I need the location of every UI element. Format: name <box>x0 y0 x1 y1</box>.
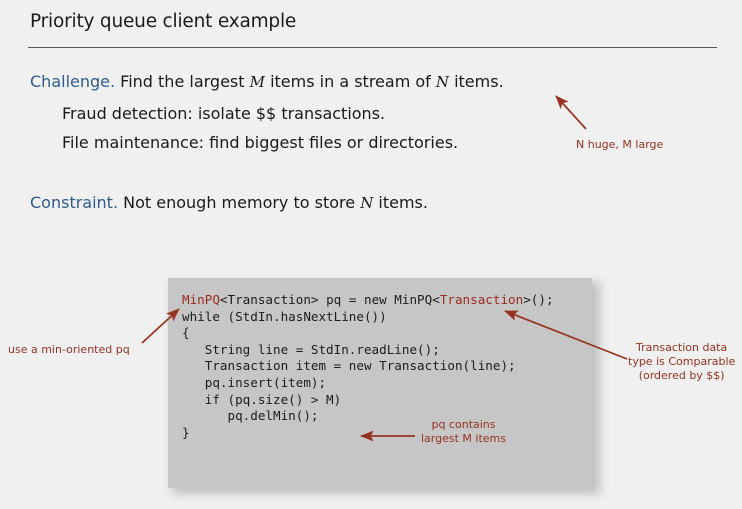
constraint-text-1: Not enough memory to store <box>118 193 361 212</box>
annotation-transaction-line-1: Transaction data <box>636 341 728 354</box>
annotation-n-huge-m-large: N huge, M large <box>576 138 664 151</box>
arrow-n-huge <box>555 95 587 130</box>
annotation-transaction-comparable: Transaction data type is Comparable (ord… <box>628 341 735 383</box>
annotation-min-oriented-pq: use a min-oriented pq <box>8 343 130 356</box>
challenge-text-2: items in a stream of <box>264 72 436 91</box>
code-token-minpq: MinPQ <box>182 292 220 307</box>
annotation-pq-line-1: pq contains <box>431 418 496 431</box>
code-block: MinPQ<Transaction> pq = new MinPQ<Transa… <box>168 278 592 488</box>
constraint-text-2: items. <box>373 193 428 212</box>
page-title: Priority queue client example <box>30 11 297 32</box>
constraint-var-n: N <box>360 194 374 212</box>
challenge-var-n: N <box>435 73 449 91</box>
challenge-line: Challenge. Find the largest M items in a… <box>30 72 504 91</box>
challenge-text-3: items. <box>449 72 504 91</box>
title-divider <box>28 47 717 48</box>
code-body: while (StdIn.hasNextLine()) { String lin… <box>182 308 516 440</box>
constraint-label: Constraint. <box>30 193 119 212</box>
bullet-fraud-detection: Fraud detection: isolate $$ transactions… <box>62 104 386 123</box>
annotation-pq-contains: pq contains largest M items <box>421 418 506 446</box>
annotation-transaction-line-3: (ordered by $$) <box>638 369 725 382</box>
constraint-line: Constraint. Not enough memory to store N… <box>30 193 428 212</box>
challenge-var-m: M <box>249 73 265 91</box>
code-token-transaction: Transaction <box>439 292 524 307</box>
code-text: MinPQ<Transaction> pq = new MinPQ<Transa… <box>182 292 592 441</box>
annotation-transaction-line-2: type is Comparable <box>628 355 736 368</box>
code-line1-end: >(); <box>523 292 554 307</box>
bullet-file-maintenance: File maintenance: find biggest files or … <box>62 133 459 152</box>
code-line1-mid: <Transaction> pq = new MinPQ< <box>219 292 440 307</box>
annotation-pq-line-2: largest M items <box>421 432 506 445</box>
challenge-text-1: Find the largest <box>115 72 250 91</box>
challenge-label: Challenge. <box>30 72 116 91</box>
